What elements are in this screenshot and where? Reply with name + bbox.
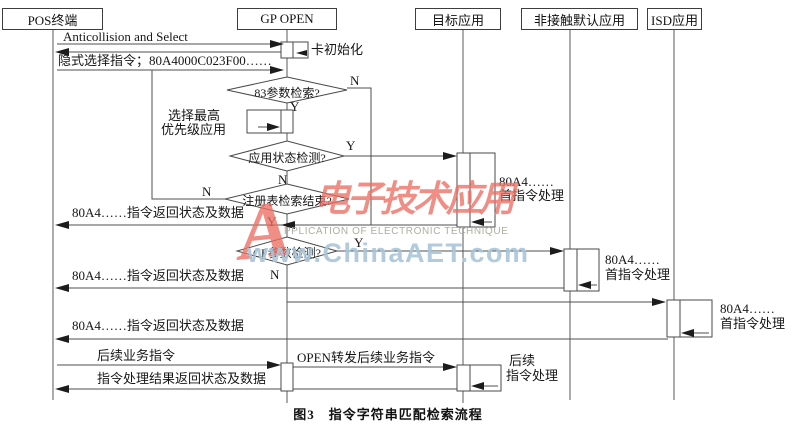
arrowhead-follow-cmd (267, 361, 281, 369)
decision-83-param (226, 76, 348, 104)
participant-box-gp-open: GP OPEN (237, 8, 337, 30)
arrowhead-return1-pos (55, 221, 69, 229)
arrowhead-follow-inner-return (471, 382, 484, 390)
arrowhead-open-forward (443, 363, 457, 371)
branch-no-app-state: N (278, 172, 288, 187)
participant-label: POS终端 (27, 12, 78, 28)
branch-yes-registry-end: Y (267, 214, 277, 229)
participant-label: 目标应用 (431, 12, 484, 28)
arrowhead-to-target-activation (443, 152, 457, 160)
activation-target-follow-bar (456, 364, 471, 392)
arrowhead-target-inner-return (471, 218, 484, 226)
decision-83-param-label: 83参数检索? (254, 86, 320, 100)
process-select-highest-line2: 优先级应用 (161, 122, 227, 137)
process-select-highest-line1: 选择最高 (168, 108, 221, 123)
activation-gp-forward-bar (280, 362, 294, 392)
arrowhead-contactless-inner-return (578, 281, 591, 289)
follow-proc-line2: 指令处理 (506, 368, 559, 383)
msg-open-forward-label: OPEN转发后续业务指令 (297, 350, 435, 365)
arrowhead-return3-pos (55, 335, 69, 343)
isd-first-cmd-line1: 80A4…… (720, 301, 775, 316)
participant-label: 非接触默认应用 (533, 12, 625, 28)
msg-return-status-1-label: 80A4……指令返回状态及数据 (72, 205, 244, 220)
branch-yes-app-state: Y (346, 138, 356, 153)
activation-isd-first-cmd-box (679, 299, 713, 338)
participant-label: ISD应用 (651, 12, 698, 28)
arrowhead-to-isd-activation (652, 298, 666, 306)
target-first-cmd-line2: 首指令处理 (499, 188, 565, 203)
activation-gp-select-highest-bar (280, 109, 294, 134)
participant-box-contactless-default-app: 非接触默认应用 (521, 8, 638, 30)
arrowhead-card-init-return (55, 48, 69, 56)
participant-label: GP OPEN (260, 11, 314, 26)
msg-follow-cmd-label: 后续业务指令 (97, 348, 176, 363)
contactless-first-cmd-line2: 首指令处理 (605, 267, 671, 282)
branch-line-83-no (347, 87, 372, 225)
arrowhead-anticollision (270, 40, 284, 48)
branch-no-cf: N (270, 267, 280, 282)
msg-implicit-select-label: 隐式选择指令；80A4000C023F00…… (58, 53, 272, 68)
arrowhead-result-return-pos (55, 385, 69, 393)
flow-lines (57, 43, 668, 390)
activation-isd-first-cmd-bar (666, 299, 681, 338)
activation-contactless-first-cmd-bar (563, 248, 578, 292)
participant-box-pos-terminal: POS终端 (2, 8, 103, 30)
activation-contactless-first-cmd-box (576, 248, 600, 292)
contactless-first-cmd-line1: 80A4…… (605, 252, 660, 267)
target-first-cmd-line1: 80A4…… (499, 174, 554, 189)
isd-first-cmd-line2: 首指令处理 (720, 316, 786, 331)
branch-yes-cf: Y (354, 235, 364, 250)
arrowhead-card-init-inner (296, 50, 307, 56)
participant-box-target-app: 目标应用 (415, 8, 501, 30)
arrowhead-return1-gp (281, 221, 295, 229)
msg-return-status-3-label: 80A4……指令返回状态及数据 (72, 318, 244, 333)
msg-anticollision-label: Anticollision and Select (63, 29, 188, 44)
decision-cf-param-label: CF参数检测? (252, 246, 321, 260)
decision-registry-end-label: 注册表检索结束? (242, 194, 332, 208)
decision-app-state (228, 140, 346, 172)
arrowhead-implicit-select (270, 66, 284, 74)
loop-line-registry-no (151, 70, 227, 200)
branch-yes-83: Y (290, 99, 300, 114)
activation-target-first-cmd-box (469, 152, 496, 228)
participant-box-isd-app: ISD应用 (647, 8, 702, 30)
decision-cf-param (235, 236, 339, 266)
msg-card-init-label: 卡初始化 (311, 42, 364, 57)
arrowhead-to-contactless-activation (550, 247, 564, 255)
activation-target-first-cmd-bar (456, 152, 471, 228)
decision-app-state-label: 应用状态检测? (248, 151, 326, 165)
arrowheads (55, 40, 694, 393)
activation-gp-select-highest-box (246, 109, 282, 134)
arrowhead-isd-inner-return (681, 329, 694, 337)
branch-no-registry-end: N (202, 184, 212, 199)
decision-diamonds (224, 76, 350, 266)
decision-registry-end (224, 183, 350, 215)
msg-result-return-label: 指令处理结果返回状态及数据 (97, 371, 267, 386)
arrowhead-select-highest-inner (267, 123, 280, 131)
arrowhead-return2-pos (55, 284, 69, 292)
activation-gp-card-init-bar (280, 41, 294, 59)
branch-no-83: N (350, 73, 360, 88)
follow-proc-line1: 后续 (509, 353, 536, 368)
activation-boxes (246, 41, 713, 392)
msg-return-status-2-label: 80A4……指令返回状态及数据 (72, 268, 244, 283)
figure-caption: 图3 指令字符串匹配检索流程 (293, 407, 483, 422)
